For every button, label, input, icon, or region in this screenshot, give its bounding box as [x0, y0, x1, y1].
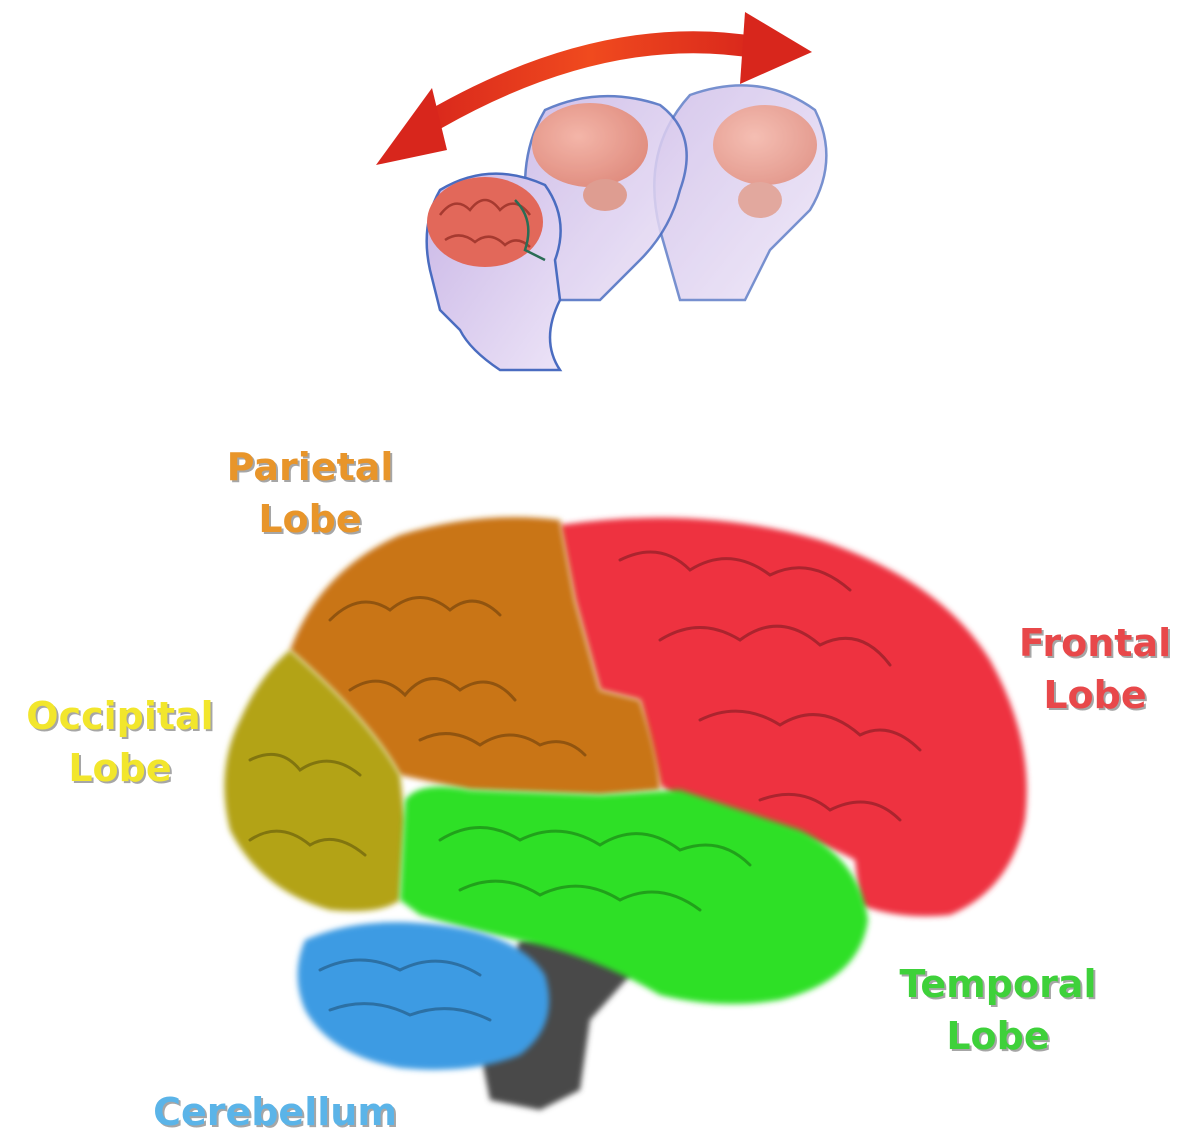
occipital-lobe-label: Occipital Lobe — [0, 690, 240, 794]
whiplash-illustration — [376, 12, 826, 370]
frontal-lobe-label: Frontal Lobe — [1000, 617, 1190, 721]
temporal-label-line1: Temporal — [878, 958, 1118, 1010]
temporal-lobe-label: Temporal Lobe — [878, 958, 1118, 1062]
cerebellum-label-line1: Cerebellum — [120, 1086, 430, 1138]
parietal-lobe-label: Parietal Lobe — [200, 441, 420, 545]
frontal-label-line1: Frontal — [1000, 617, 1190, 669]
parietal-label-line1: Parietal — [200, 441, 420, 493]
occipital-label-line2: Lobe — [0, 742, 240, 794]
cerebellum-label: Cerebellum — [120, 1086, 430, 1138]
head-profile-icon — [427, 174, 561, 370]
parietal-label-line2: Lobe — [200, 493, 420, 545]
temporal-label-line2: Lobe — [878, 1010, 1118, 1062]
occipital-label-line1: Occipital — [0, 690, 240, 742]
frontal-label-line2: Lobe — [1000, 669, 1190, 721]
cerebellum-region — [298, 922, 550, 1070]
